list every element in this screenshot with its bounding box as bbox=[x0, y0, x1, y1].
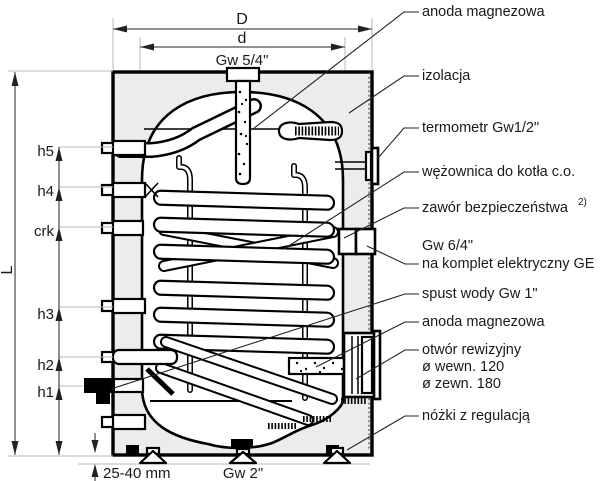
adjustable-feet bbox=[126, 445, 352, 465]
label-dim-crk: crk bbox=[34, 223, 54, 240]
gasket-hatching bbox=[268, 398, 366, 429]
callout-inspection-line1: otwór rewizyjny bbox=[422, 342, 522, 358]
dimension-feet-range bbox=[91, 433, 99, 481]
callout-inspection-line3: ø zewn. 180 bbox=[422, 376, 501, 392]
label-top-thread: Gw 5/4" bbox=[216, 52, 269, 69]
callout-coil: wężownica do kotła c.o. bbox=[421, 164, 575, 180]
thermometer-pocket bbox=[277, 120, 344, 142]
label-dim-h2: h2 bbox=[37, 357, 54, 374]
callout-insulation: izolacja bbox=[422, 68, 471, 84]
callout-anode-bottom: anoda magnezowa bbox=[422, 314, 545, 330]
stub-crk bbox=[100, 219, 145, 237]
anode-speckles bbox=[237, 90, 249, 176]
callout-inspection-line2: ø wewn. 120 bbox=[422, 359, 504, 375]
leader-insulation bbox=[348, 75, 419, 114]
label-dim-h5: h5 bbox=[37, 143, 54, 160]
label-dim-D: D bbox=[236, 11, 248, 28]
callout-labels: anoda magnezowa izolacja termometr Gw1/2… bbox=[421, 4, 595, 424]
leader-feet bbox=[346, 415, 419, 451]
side-port-gw64 bbox=[337, 227, 377, 256]
leader-coil bbox=[283, 171, 419, 250]
dimension-D bbox=[112, 18, 373, 70]
callout-gw64-line1: Gw 6/4" bbox=[422, 238, 473, 254]
drain-stub-h1 bbox=[84, 377, 145, 404]
callout-thermometer: termometr Gw1/2" bbox=[422, 120, 539, 136]
leader-thermometer bbox=[377, 127, 419, 159]
callout-gw64-line2: na komplet elektryczny GE bbox=[422, 256, 595, 272]
dimension-labels: D d Gw 5/4" L h5 h4 crk h3 h2 h1 25-40 m… bbox=[0, 11, 268, 481]
label-bottom-thread: Gw 2" bbox=[223, 465, 263, 481]
label-dim-d: d bbox=[238, 30, 247, 47]
inspection-flange bbox=[342, 329, 382, 401]
label-dim-L: L bbox=[0, 265, 16, 274]
coil-riser-left bbox=[176, 155, 193, 393]
label-feet-range: 25-40 mm bbox=[103, 465, 171, 481]
label-dim-h3: h3 bbox=[37, 306, 54, 323]
leader-drain bbox=[110, 293, 419, 390]
thermometer-fitting bbox=[335, 146, 380, 186]
dimension-L bbox=[8, 70, 113, 457]
leader-inspection bbox=[355, 349, 419, 380]
anode-rod-top bbox=[225, 66, 261, 186]
label-dim-h4: h4 bbox=[37, 183, 54, 200]
leader-anode-top bbox=[252, 11, 419, 130]
stub-h3 bbox=[100, 297, 147, 315]
stub-h4 bbox=[100, 181, 159, 199]
bottom-drain-plug bbox=[231, 439, 253, 448]
label-dim-h1: h1 bbox=[37, 384, 54, 401]
outlet-pipe bbox=[113, 98, 262, 158]
leader-safety-valve bbox=[343, 207, 419, 239]
callout-safety-valve: zawór bezpieczeństwa bbox=[422, 200, 569, 216]
callout-feet: nóżki z regulacją bbox=[422, 408, 531, 424]
callout-anode-top: anoda magnezowa bbox=[422, 4, 545, 20]
stub-bottom bbox=[100, 413, 147, 431]
stub-h2 bbox=[100, 348, 179, 366]
coil-riser-right bbox=[291, 163, 308, 401]
leader-lines bbox=[110, 11, 419, 451]
stub-h5 bbox=[100, 139, 147, 157]
coil-return-tubes bbox=[145, 336, 338, 426]
callout-safety-valve-sup: 2) bbox=[578, 197, 587, 208]
anode-rod-bottom bbox=[287, 356, 353, 376]
support-brace bbox=[145, 367, 175, 396]
dimension-d bbox=[139, 37, 346, 70]
dimension-heights bbox=[55, 146, 113, 455]
callout-drain: spust wody Gw 1" bbox=[422, 286, 538, 302]
leader-anode-bottom bbox=[315, 321, 419, 368]
leader-gw64-port bbox=[366, 245, 419, 265]
